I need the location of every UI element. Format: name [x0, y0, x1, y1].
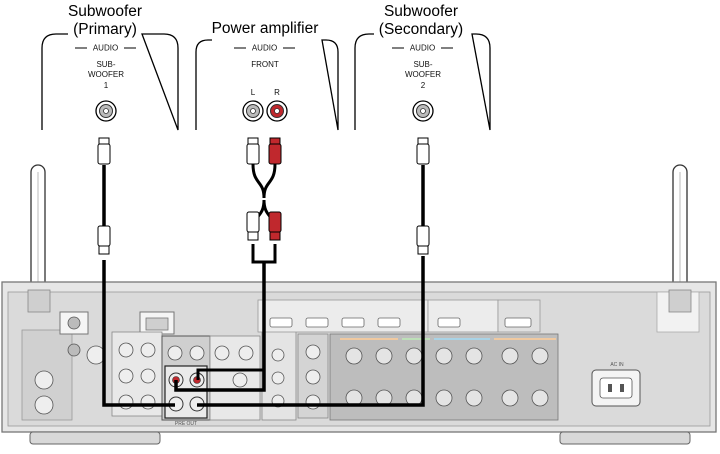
sub-primary-cable [97, 137, 175, 407]
sub-secondary-cable [197, 137, 430, 407]
power-amp-left-label: L [251, 88, 256, 97]
power-amp-panel: AUDIO FRONT L R [195, 39, 339, 131]
sub-secondary-panel: AUDIO SUB- WOOFER 2 [354, 33, 491, 131]
sub-secondary-port-line2: WOOFER [405, 70, 441, 79]
power-amp-left-jack [242, 100, 264, 122]
pre-out-label: PRE OUT [175, 421, 197, 427]
sub-secondary-title-line1: Subwoofer [383, 3, 459, 20]
sub-secondary-port-line1: SUB- [413, 60, 432, 69]
power-amp-front-label: FRONT [251, 60, 279, 69]
sub-primary-panel: AUDIO SUB- WOOFER 1 [41, 33, 179, 131]
ac-in-label: AC IN [610, 362, 624, 368]
power-amp-cable [174, 137, 282, 392]
sub-primary-port-line1: SUB- [96, 60, 115, 69]
sub-secondary-section-label: AUDIO [410, 44, 435, 53]
power-amp-title: Power amplifier [190, 20, 340, 38]
sub-primary-title-line1: Subwoofer [67, 3, 143, 20]
sub-secondary-title-line2: (Secondary) [378, 21, 464, 38]
sub-primary-title: Subwoofer (Primary) [30, 3, 180, 39]
sub-primary-port-line3: 1 [104, 81, 109, 90]
power-amp-title-line1: Power amplifier [211, 20, 319, 37]
sub-primary-title-line2: (Primary) [73, 21, 137, 38]
sub-primary-port-line2: WOOFER [88, 70, 124, 79]
sub-secondary-port-line3: 2 [421, 81, 426, 90]
ac-inlet: AC IN [591, 362, 641, 407]
power-amp-section-label: AUDIO [252, 44, 277, 53]
sub-primary-jack [95, 100, 117, 122]
sub-primary-section-label: AUDIO [93, 44, 118, 53]
power-amp-right-jack [266, 100, 288, 122]
sub-secondary-title: Subwoofer (Secondary) [346, 3, 496, 39]
receiver-rear-panel: PRE OUT [1, 281, 717, 445]
power-amp-right-label: R [274, 88, 280, 97]
sub-secondary-jack [412, 100, 434, 122]
